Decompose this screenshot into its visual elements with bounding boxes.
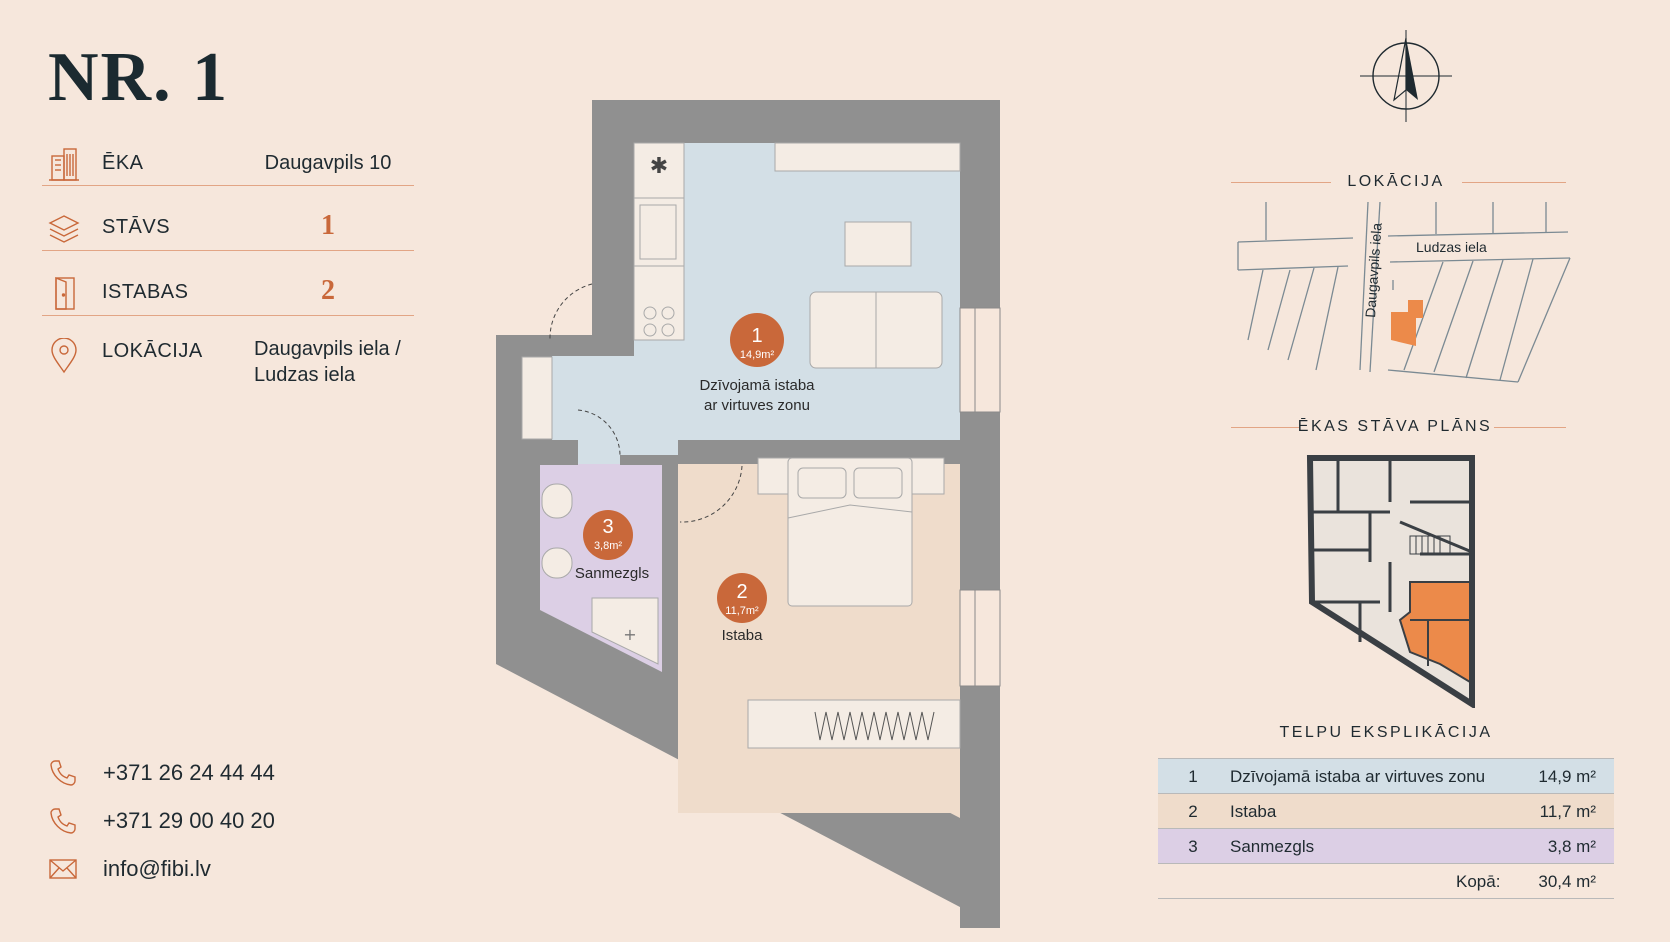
envelope-icon <box>49 859 77 879</box>
building-label: ĒKA <box>102 152 144 174</box>
row-name: Istaba <box>1230 802 1277 821</box>
svg-text:✱: ✱ <box>650 154 668 179</box>
room-1-badge: 1 14,9m² <box>730 313 784 367</box>
divider <box>1494 427 1566 428</box>
interior-wall <box>960 143 1000 928</box>
wardrobe <box>747 699 961 749</box>
table-row: 1 Dzīvojamā istaba ar virtuves zonu 14,9… <box>1158 758 1614 794</box>
phone-2-text: +371 29 00 40 20 <box>103 808 275 833</box>
apartment-highlight <box>1398 581 1471 684</box>
location-label: LOKĀCIJA <box>102 340 203 362</box>
washbasin <box>541 547 573 579</box>
entrance-wardrobe <box>521 356 553 440</box>
table <box>844 221 912 267</box>
row-area: 11,7 m² <box>1539 802 1596 821</box>
info-row-floor: STĀVS 1 <box>42 198 414 266</box>
interior-wall <box>540 455 578 465</box>
email-text: info@fibi.lv <box>103 856 211 881</box>
window <box>959 307 1001 413</box>
info-row-rooms: ISTABAS 2 <box>42 263 414 331</box>
svg-text:11,7m²: 11,7m² <box>725 605 759 617</box>
room-3-badge: 3 3,8m² <box>583 510 633 560</box>
phone-icon <box>50 760 76 786</box>
svg-text:+: + <box>623 625 636 644</box>
svg-text:2: 2 <box>736 581 747 603</box>
room-2-badge: 2 11,7m² <box>717 573 767 623</box>
street-name-2: Ludzas iela <box>1416 239 1487 255</box>
sink <box>639 204 677 260</box>
toilet <box>541 483 573 519</box>
svg-text:1: 1 <box>751 325 762 347</box>
divider <box>42 185 414 186</box>
building-floor-plan <box>1306 455 1475 708</box>
rooms-value: 2 <box>321 275 335 306</box>
north-arrow-icon <box>1360 30 1452 122</box>
phone-1-text: +371 26 24 44 44 <box>103 760 275 785</box>
interior-wall <box>662 455 678 673</box>
info-row-location: LOKĀCIJA Daugavpils iela / Ludzas iela <box>42 326 414 406</box>
svg-text:3,8m²: 3,8m² <box>594 540 622 552</box>
door-icon <box>55 276 75 310</box>
layers-icon <box>48 215 80 243</box>
info-row-building: ĒKA Daugavpils 10 <box>42 134 414 202</box>
entry-door <box>549 283 593 341</box>
rooms-label: ISTABAS <box>102 281 189 303</box>
room-3-name: Sanmezgls <box>575 565 649 582</box>
divider <box>1231 182 1331 183</box>
table-row: 2 Istaba 11,7 m² <box>1158 794 1614 829</box>
floor-value: 1 <box>321 210 335 241</box>
row-number: 3 <box>1188 837 1198 856</box>
table-row: 3 Sanmezgls 3,8 m² <box>1158 829 1614 864</box>
location-map: Ludzas iela Daugavpils iela <box>1237 201 1571 383</box>
interior-wall <box>620 455 662 465</box>
location-pin-icon <box>51 338 77 374</box>
location-heading: LOKĀCIJA <box>1347 173 1445 190</box>
total-value: 30,4 m² <box>1538 872 1596 891</box>
building-highlight <box>1391 300 1423 346</box>
floor-label: STĀVS <box>102 216 171 238</box>
svg-text:14,9m²: 14,9m² <box>740 349 775 361</box>
shower <box>591 597 659 665</box>
location-value: Daugavpils iela / Ludzas iela <box>254 336 424 388</box>
explication-heading: TELPU EKSPLIKĀCIJA <box>1279 724 1493 741</box>
row-area: 3,8 m² <box>1547 837 1596 856</box>
building-icon <box>49 148 79 181</box>
room-2-door <box>679 465 743 523</box>
divider <box>42 315 414 316</box>
row-area: 14,9 m² <box>1538 767 1596 786</box>
apartment-floor-plan: ✱ + 1 14,9m² Dzīvojamā istaba ar virtuve… <box>496 100 1001 928</box>
divider <box>42 250 414 251</box>
row-name: Dzīvojamā istaba ar virtuves zonu <box>1230 767 1486 786</box>
phone-icon <box>50 808 76 834</box>
svg-text:3: 3 <box>602 516 613 538</box>
divider <box>1231 427 1299 428</box>
location-value-line2: Ludzas iela <box>254 364 356 386</box>
room-1-name-line2: ar virtuves zonu <box>704 397 810 414</box>
contact-phone-1[interactable]: +371 26 24 44 44 <box>48 756 348 790</box>
explication-table: 1 Dzīvojamā istaba ar virtuves zonu 14,9… <box>1158 758 1614 899</box>
room-1-name-line1: Dzīvojamā istaba <box>699 377 815 394</box>
total-label: Kopā: <box>1456 872 1501 891</box>
floor-plan-heading: ĒKAS STĀVA PLĀNS <box>1297 418 1493 435</box>
row-name: Sanmezgls <box>1230 837 1315 856</box>
street-name-1: Daugavpils iela <box>1362 222 1385 318</box>
total-row: Kopā: 30,4 m² <box>1158 864 1614 899</box>
divider <box>1462 182 1566 183</box>
row-number: 2 <box>1188 802 1198 821</box>
bathroom-door <box>577 409 621 456</box>
window <box>959 589 1001 687</box>
wall-shelf <box>774 142 961 172</box>
apartment-title: NR. 1 <box>48 39 230 116</box>
contact-email[interactable]: info@fibi.lv <box>48 852 348 886</box>
location-value-line1: Daugavpils iela / <box>254 338 401 360</box>
row-number: 1 <box>1188 767 1198 786</box>
contact-phone-2[interactable]: +371 29 00 40 20 <box>48 804 348 838</box>
room-2-name: Istaba <box>722 627 764 644</box>
building-value: Daugavpils 10 <box>264 152 392 174</box>
